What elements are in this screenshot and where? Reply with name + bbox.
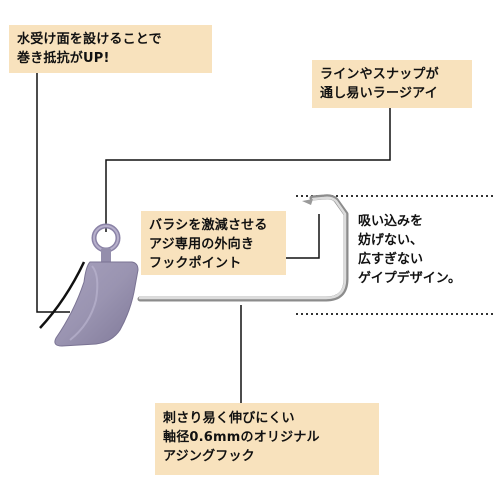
note-line: 妨げない、 xyxy=(358,233,424,248)
callout-line: フックポイント xyxy=(149,256,242,271)
leader-line-hook-point xyxy=(286,214,320,259)
callout-line: 刺さり易く伸びにくい xyxy=(163,411,295,426)
callout-hook-point: バラシを激減させる アジ専用の外向き フックポイント xyxy=(141,211,286,275)
callout-original-hook: 刺さり易く伸びにくい 軸径0.6mmのオリジナル アジングフック xyxy=(155,403,379,475)
callout-line: バラシを激減させる xyxy=(149,218,268,233)
leader-line-large-eye xyxy=(105,108,391,232)
leader-line-water-face xyxy=(36,73,70,313)
callout-line: 通し易いラージアイ xyxy=(320,86,438,101)
note-line: ゲイプデザイン。 xyxy=(358,271,461,286)
line-eye xyxy=(91,223,121,264)
gape-design-note: 吸い込みを 妨げない、 広すぎない ゲイプデザイン。 xyxy=(358,212,461,288)
jighead-body xyxy=(54,261,139,347)
note-line: 広すぎない xyxy=(358,252,424,267)
callout-line: 軸径0.6mmのオリジナル xyxy=(163,430,320,445)
callout-large-eye: ラインやスナップが 通し易いラージアイ xyxy=(312,60,472,108)
callout-line: アジングフック xyxy=(163,449,255,464)
water-face-curve xyxy=(39,261,86,329)
callout-line: ラインやスナップが xyxy=(320,67,439,82)
note-line: 吸い込みを xyxy=(358,214,424,229)
callout-line: 水受け面を設けることで xyxy=(17,32,162,47)
callout-line: 巻き抵抗がUP! xyxy=(17,51,110,66)
callout-line: アジ専用の外向き xyxy=(149,237,255,252)
callout-water-face: 水受け面を設けることで 巻き抵抗がUP! xyxy=(9,25,212,73)
hook-wire xyxy=(137,194,349,302)
